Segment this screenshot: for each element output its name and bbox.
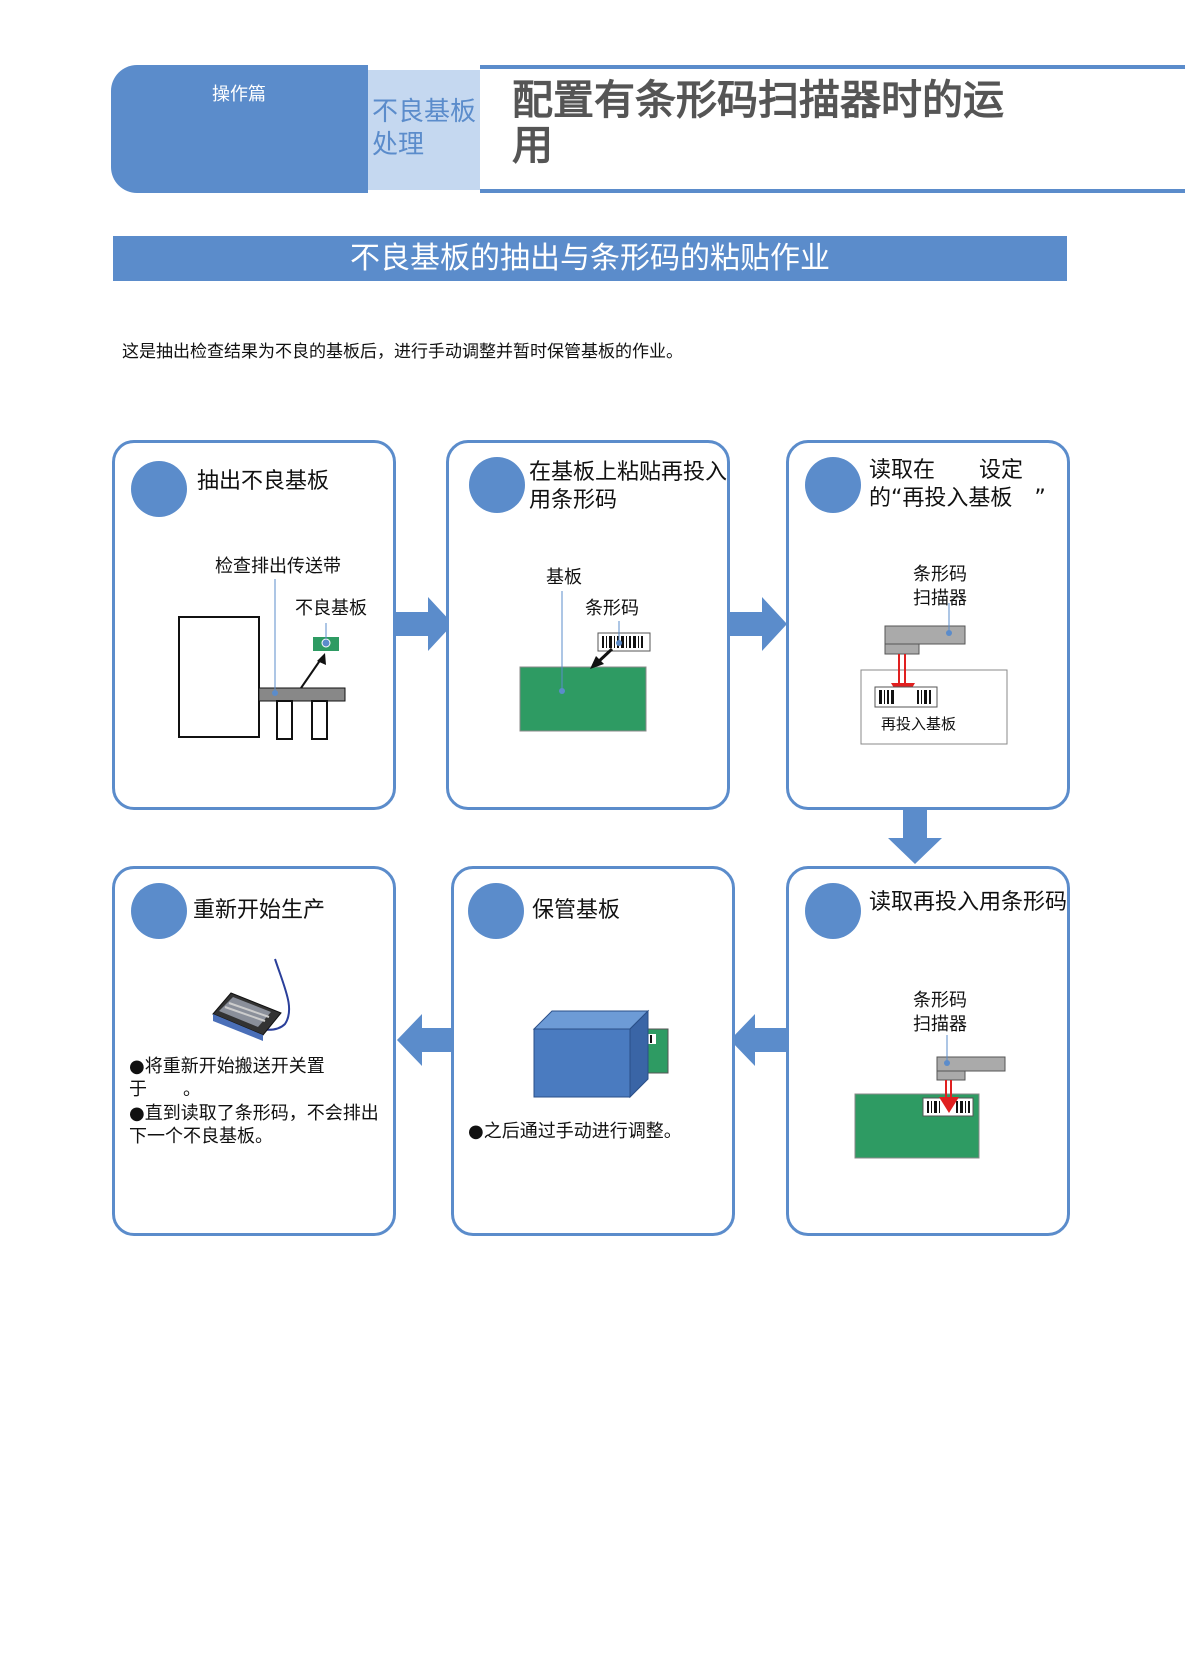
step-6-note-2: ●直到读取了条形码，不会排出下一个不良基板。 — [129, 1102, 385, 1148]
foot-switch-icon — [115, 869, 399, 1239]
step-6-note-1: ●将重新开始搬送开关置于 。 — [129, 1055, 385, 1101]
step-6-card: 重新开始生产 ●将重新开始搬送开关置于 。 ●直到读取了条形码，不会排出下一个不… — [112, 866, 396, 1236]
